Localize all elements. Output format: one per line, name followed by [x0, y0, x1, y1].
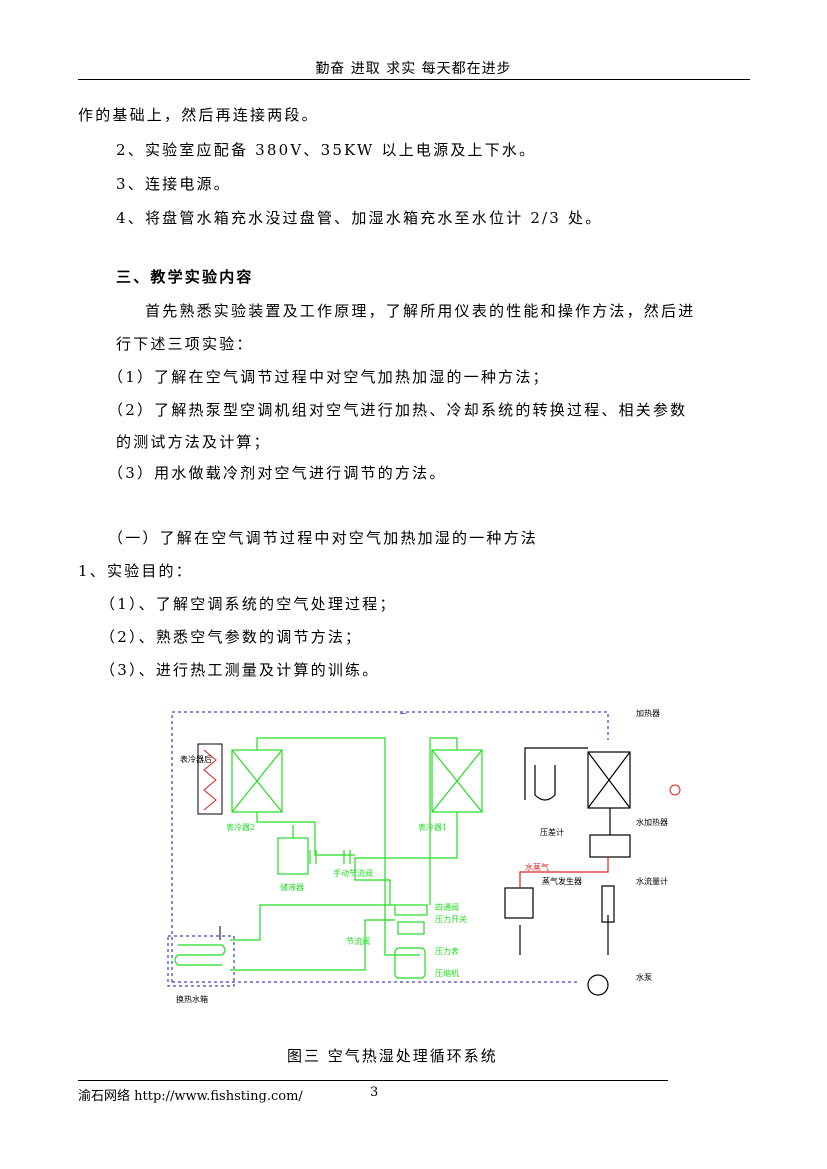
purpose-item: （2）、熟悉空气参数的调节方法； — [100, 628, 363, 646]
body-line: 2、实验室应配备 380V、35KW 以上电源及上下水。 — [116, 141, 537, 159]
svg-text:←: ← — [400, 709, 407, 718]
label-steam-generator: 蒸气发生器 — [542, 876, 582, 886]
label-tank: 换热水箱 — [176, 994, 208, 1004]
subsection-title: （一）了解在空气调节过程中对空气加热加湿的一种方法 — [108, 529, 539, 547]
list-item: （2）了解热泵型空调机组对空气进行加热、冷却系统的转换过程、相关参数 — [108, 401, 688, 419]
label-manual-valve: 手动节流阀 — [333, 868, 373, 878]
steam-line — [519, 857, 609, 888]
body-line: 3、连接电源。 — [116, 175, 231, 193]
label-throttle: 节流阀 — [346, 936, 370, 946]
label-diff-pressure: 压差计 — [540, 827, 564, 837]
purpose-item: （1）、了解空调系统的空气处理过程； — [100, 595, 397, 613]
label-water-heater: 水加热器 — [636, 817, 668, 827]
label-steam: 水蒸气 — [525, 862, 549, 872]
refrigerant-piping — [230, 737, 483, 979]
air-duct — [171, 711, 609, 983]
label-cooler1: 表冷器1 — [418, 822, 447, 832]
heater-assembly — [504, 747, 631, 996]
list-item: （3）用水做载冷剂对空气进行调节的方法。 — [108, 464, 447, 482]
purpose-heading: 1、实验目的： — [78, 562, 193, 580]
label-pressure-switch: 压力开关 — [435, 914, 467, 924]
air-treatment-diagram: ← — [167, 708, 681, 1004]
list-item-continuation: 的测试方法及计算； — [116, 433, 271, 451]
footer-rule — [78, 1080, 668, 1081]
label-heater: 加热器 — [636, 708, 660, 718]
running-header: 勤奋 进取 求实 每天都在进步 — [315, 61, 512, 77]
paragraph-line: 首先熟悉实验装置及工作原理，了解所用仪表的性能和操作方法，然后进 — [145, 302, 696, 320]
figure-caption: 图三 空气热湿处理循环系统 — [287, 1047, 498, 1065]
purpose-item: （3）、进行热工测量及计算的训练。 — [100, 661, 380, 679]
heat-exchange-tank — [167, 926, 235, 987]
page-number: 3 — [370, 1085, 379, 1100]
label-post-cooler: 表冷器后 — [180, 754, 212, 764]
label-receiver: 储液器 — [280, 882, 304, 892]
label-flowmeter: 水流量计 — [636, 876, 668, 886]
label-four-way: 四通阀 — [435, 902, 459, 912]
post-cooler-coil — [197, 743, 223, 815]
body-line: 作的基础上，然后再连接两段。 — [78, 106, 319, 124]
label-compressor: 压缩机 — [435, 968, 459, 978]
footer-site: 渝石网络 http://www.fishsting.com/ — [78, 1089, 303, 1104]
paragraph-line: 行下述三项实验： — [116, 335, 254, 353]
section-heading: 三、教学实验内容 — [116, 268, 254, 286]
header-rule — [78, 79, 750, 80]
label-cooler2: 表冷器2 — [226, 822, 255, 832]
label-pump: 水泵 — [636, 972, 652, 982]
body-line: 4、将盘管水箱充水没过盘管、加湿水箱充水至水位计 2/3 处。 — [116, 209, 603, 227]
list-item: （1）了解在空气调节过程中对空气加热加湿的一种方法； — [108, 368, 550, 386]
label-gauge: 压力表 — [435, 946, 459, 956]
